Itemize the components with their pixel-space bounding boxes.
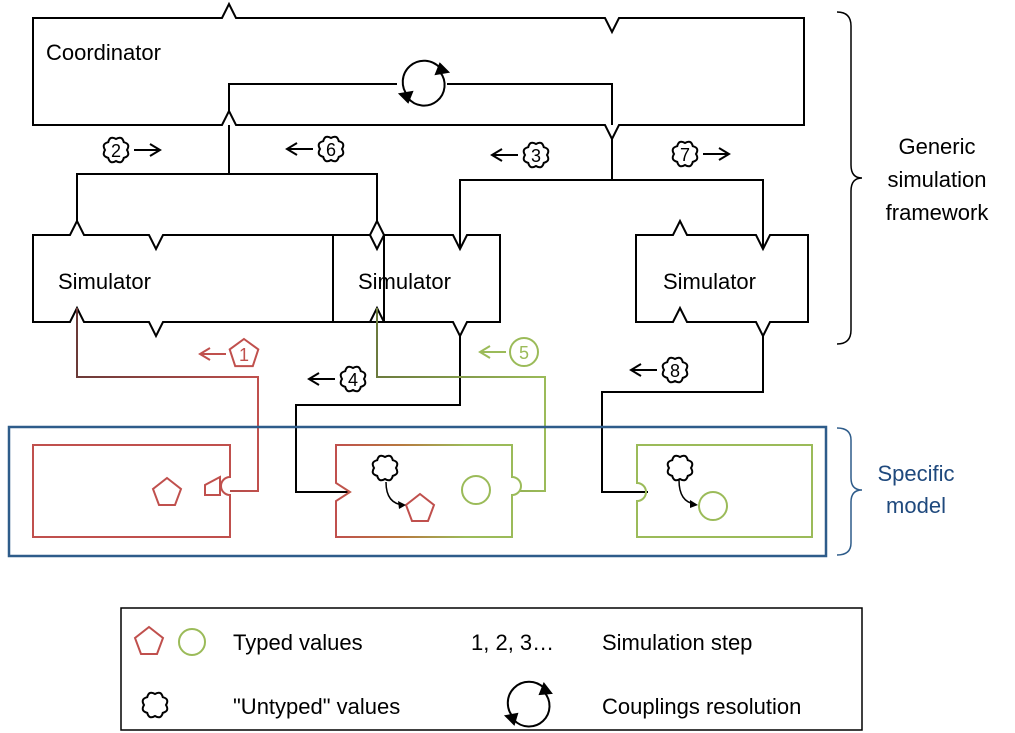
step-marker-6: 6: [285, 135, 345, 163]
step-marker-8: 8: [629, 356, 689, 384]
wire-coordinator-to-sim1: [228, 83, 397, 111]
couplings-cycle-icon: [397, 59, 451, 107]
circle-icon: [461, 475, 491, 505]
wire-cycle-to-coordinator: [447, 83, 613, 125]
step-number: 2: [111, 141, 121, 161]
simulator-box-2: [332, 218, 501, 339]
model-box-3: [636, 444, 813, 538]
simulator-label: Simulator: [663, 269, 756, 294]
step-marker-1: 1: [198, 337, 260, 368]
pentagon-icon: [204, 475, 221, 496]
cloud-icon: [522, 141, 550, 169]
circle-icon: [509, 337, 539, 367]
arrow-head-icon: [149, 143, 162, 157]
wire-sim2-to-model2: [295, 336, 461, 493]
wire-sim3-to-model3: [601, 336, 764, 493]
legend-box: [120, 607, 863, 731]
legend-step-numbers: 1, 2, 3…: [471, 630, 554, 655]
step-number: 5: [519, 343, 529, 363]
coordinator-box: [32, 1, 805, 142]
arrow-head-icon: [285, 142, 298, 156]
wire-coordinator-to-sims: [459, 139, 764, 249]
model-box-1: [32, 444, 231, 538]
arrow-head-icon: [198, 347, 211, 361]
cloud-icon: [102, 136, 130, 164]
legend-typed-values: Typed values: [233, 630, 363, 655]
arrow-head-icon: [629, 363, 642, 377]
simulator-label: Simulator: [358, 269, 451, 294]
step-number: 8: [670, 361, 680, 381]
specific-label-line: Specific: [877, 461, 954, 486]
arrow-head-icon: [718, 147, 731, 161]
pentagon-icon: [228, 337, 260, 368]
generic-label-line: Generic: [898, 134, 975, 159]
wire-sim2-to-model2-green: [376, 308, 546, 492]
step-marker-2: 2: [102, 136, 162, 164]
step-marker-4: 4: [307, 365, 367, 393]
step-number: 4: [348, 370, 358, 390]
model-box-2: [335, 444, 522, 538]
cloud-icon: [339, 365, 367, 393]
cloud-icon: [661, 356, 689, 384]
step-marker-5: 5: [478, 337, 539, 367]
circle-icon: [178, 628, 206, 656]
generic-brace: [836, 11, 863, 345]
step-marker-7: 7: [671, 140, 731, 168]
step-number: 7: [680, 145, 690, 165]
specific-model-box: [7, 425, 828, 558]
legend-couplings-resolution: Couplings resolution: [602, 694, 801, 719]
specific-label-line: model: [886, 493, 946, 518]
circle-icon: [698, 491, 728, 521]
generic-label-line: framework: [886, 200, 990, 225]
cloud-icon: [371, 454, 399, 482]
arrow-cloud-to-circle: [678, 479, 696, 505]
specific-brace: [836, 427, 863, 556]
simulator-box-3: [635, 218, 809, 339]
generic-label-line: simulation: [887, 167, 986, 192]
step-number: 1: [239, 345, 249, 365]
step-number: 6: [326, 140, 336, 160]
simulator-label: Simulator: [58, 269, 151, 294]
pentagon-icon: [133, 625, 165, 655]
pentagon-icon: [151, 476, 183, 506]
legend-untyped-values: "Untyped" values: [233, 694, 400, 719]
step-number: 3: [531, 146, 541, 166]
legend-simulation-step: Simulation step: [602, 630, 752, 655]
arrow-head-icon: [478, 345, 491, 359]
arrow-head-icon: [307, 372, 320, 386]
wire-sim1-to-model1: [76, 308, 259, 492]
arrow-head-icon: [490, 148, 503, 162]
coordinator-label: Coordinator: [46, 40, 161, 65]
cloud-icon: [671, 140, 699, 168]
cloud-icon: [666, 454, 694, 482]
arrow-cloud-to-pentagon: [385, 481, 405, 506]
pentagon-icon: [404, 492, 436, 522]
wire-coordinator-down: [76, 125, 378, 221]
step-marker-3: 3: [490, 141, 550, 169]
cloud-icon: [141, 691, 169, 719]
cloud-icon: [317, 135, 345, 163]
cycle-arrows-icon: [503, 680, 553, 728]
